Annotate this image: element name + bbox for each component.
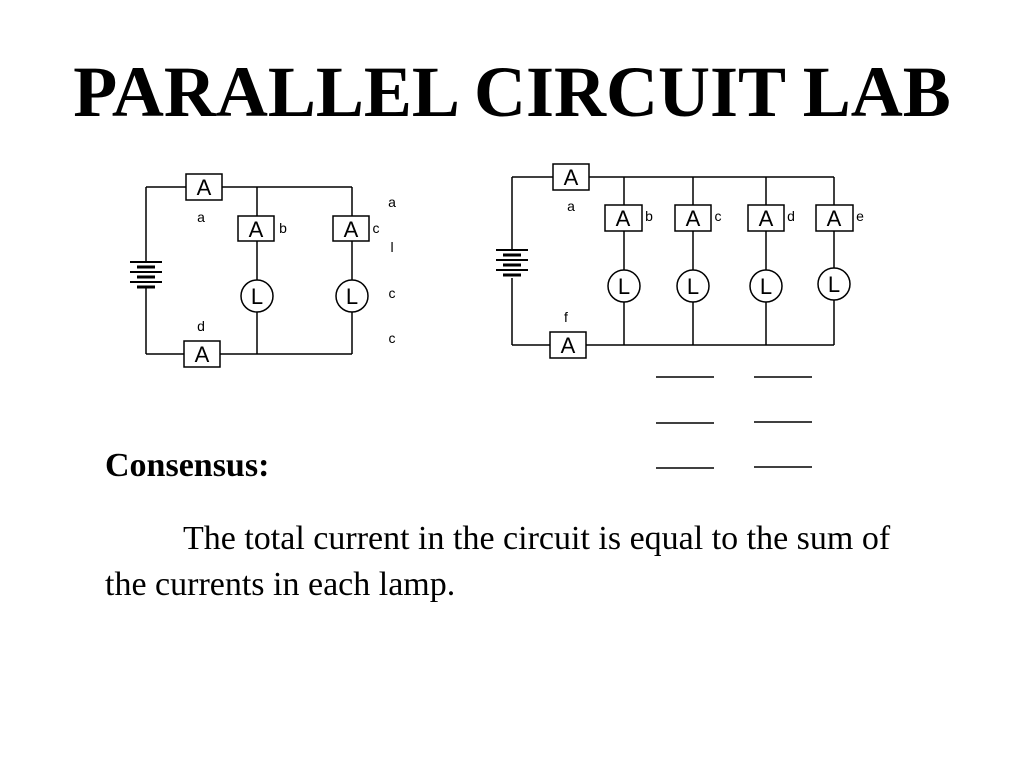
point-label: d xyxy=(787,208,795,224)
ammeter-symbol: A xyxy=(759,206,774,231)
ammeter-symbol: A xyxy=(616,206,631,231)
answer-blanks xyxy=(656,376,812,469)
edge-mark: l xyxy=(390,239,393,255)
ammeter-b: A xyxy=(604,204,643,232)
lamp-symbol: L xyxy=(618,274,630,299)
battery-icon xyxy=(496,249,528,277)
lamp-right-4: L xyxy=(817,267,851,301)
ammeter-c: A xyxy=(332,215,370,242)
battery-icon xyxy=(130,261,162,289)
ammeter-c: A xyxy=(674,204,712,232)
ammeter-symbol: A xyxy=(344,217,359,242)
circuit-left xyxy=(145,186,353,355)
ammeter-symbol: A xyxy=(561,333,576,358)
lamp-right-3: L xyxy=(749,269,783,303)
edge-mark: c xyxy=(389,330,396,346)
point-label: a xyxy=(197,209,205,225)
lamp-symbol: L xyxy=(251,284,263,309)
consensus-text: The total current in the circuit is equa… xyxy=(105,520,891,603)
circuit-right xyxy=(511,176,835,346)
lamp-left-1: L xyxy=(240,279,274,313)
ammeter-b: A xyxy=(237,215,275,242)
ammeter-d: A xyxy=(183,340,221,368)
point-label: c xyxy=(715,208,722,224)
ammeter-e: A xyxy=(815,204,854,232)
point-label: b xyxy=(279,220,287,236)
lamp-symbol: L xyxy=(760,274,772,299)
lamp-symbol: L xyxy=(687,274,699,299)
lamp-right-1: L xyxy=(607,269,641,303)
ammeter-symbol: A xyxy=(827,206,842,231)
ammeter-symbol: A xyxy=(195,342,210,367)
point-label: e xyxy=(856,208,864,224)
ammeter-a: A xyxy=(552,163,590,191)
point-label: c xyxy=(373,220,380,236)
page-title: PARALLEL CIRCUIT LAB xyxy=(73,52,951,132)
lamp-left-2: L xyxy=(335,279,369,313)
ammeter-symbol: A xyxy=(197,175,212,200)
edge-mark: c xyxy=(389,285,396,301)
ammeter-a: A xyxy=(185,173,223,201)
lamp-right-2: L xyxy=(676,269,710,303)
consensus-heading: Consensus: xyxy=(105,447,270,484)
edge-mark: a xyxy=(388,194,396,210)
point-label: b xyxy=(645,208,653,224)
lamp-symbol: L xyxy=(346,284,358,309)
lamp-symbol: L xyxy=(828,272,840,297)
point-label: a xyxy=(567,198,575,214)
ammeter-symbol: A xyxy=(564,165,579,190)
ammeter-symbol: A xyxy=(249,217,264,242)
ammeter-symbol: A xyxy=(686,206,701,231)
point-label: d xyxy=(197,318,205,334)
ammeter-f: A xyxy=(549,331,587,359)
ammeter-d: A xyxy=(747,204,785,232)
point-label: f xyxy=(564,309,568,325)
